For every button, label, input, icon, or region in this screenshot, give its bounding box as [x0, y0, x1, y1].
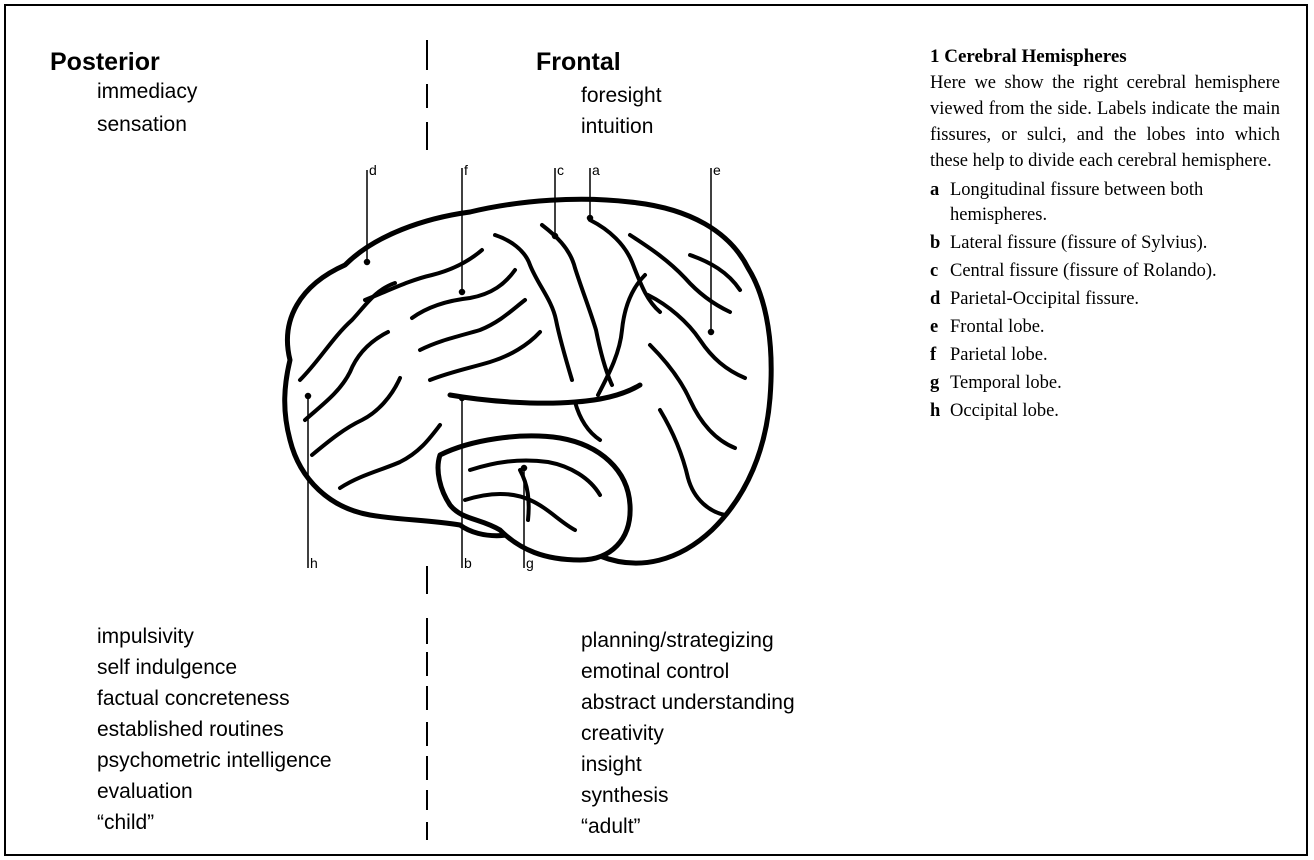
legend-letter: f: [930, 343, 950, 368]
legend-text: Parietal lobe.: [950, 345, 1048, 365]
legend-letter: a: [930, 178, 950, 203]
leader-dot-f: [460, 290, 465, 295]
brain-label-f: f: [464, 162, 468, 178]
legend-text: Frontal lobe.: [950, 317, 1045, 337]
brain-label-g: g: [526, 555, 534, 571]
legend-letter: b: [930, 231, 950, 256]
legend-letter: g: [930, 371, 950, 396]
caption-body: Here we show the right cerebral hemisphe…: [930, 70, 1280, 174]
leader-dot-e: [709, 330, 714, 335]
legend-text: Lateral fissure (fissure of Sylvius).: [950, 233, 1207, 253]
brain-label-e: e: [713, 162, 721, 178]
caption: 1 Cerebral Hemispheres Here we show the …: [930, 44, 1280, 427]
leader-dot-a: [588, 216, 593, 221]
brain-label-b: b: [464, 555, 472, 571]
legend-text: Longitudinal fissure between both hemisp…: [950, 180, 1203, 225]
leader-dot-d: [365, 260, 370, 265]
brain-label-d: d: [369, 162, 377, 178]
legend-letter: d: [930, 287, 950, 312]
leader-dot-c: [553, 234, 558, 239]
brain-label-h: h: [310, 555, 318, 571]
legend-letter: e: [930, 315, 950, 340]
brain-illustration: [285, 199, 771, 563]
legend-letter: c: [930, 259, 950, 284]
brain-label-a: a: [592, 162, 600, 178]
legend-text: Central fissure (fissure of Rolando).: [950, 261, 1217, 281]
legend-letter: h: [930, 399, 950, 424]
leader-dot-h: [306, 394, 311, 399]
legend-text: Temporal lobe.: [950, 373, 1062, 393]
legend-text: Parietal-Occipital fissure.: [950, 289, 1139, 309]
legend-text: Occipital lobe.: [950, 401, 1059, 421]
caption-title: 1 Cerebral Hemispheres: [930, 44, 1280, 70]
brain-label-c: c: [557, 162, 564, 178]
leader-dot-g: [522, 466, 527, 471]
leader-dot-b: [460, 396, 465, 401]
